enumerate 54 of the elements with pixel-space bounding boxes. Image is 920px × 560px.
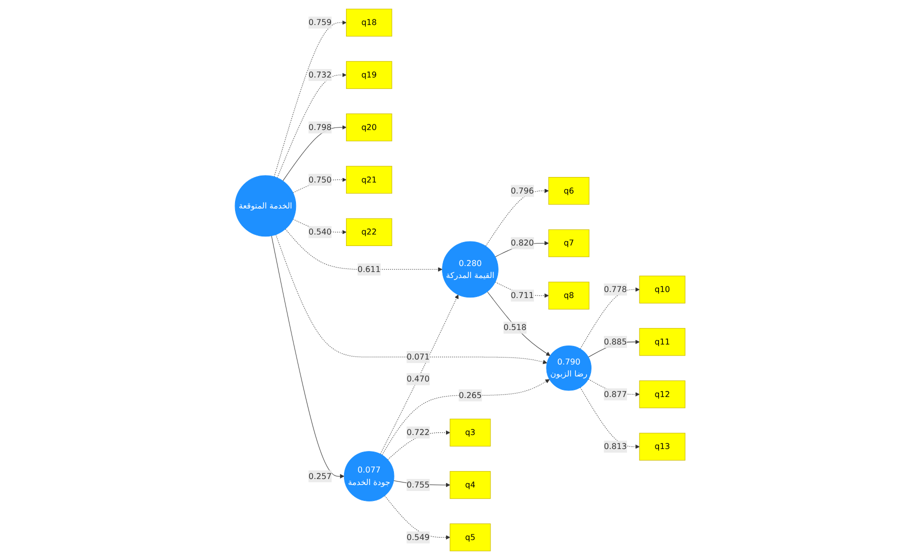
arrow: [485, 188, 549, 246]
node-box: q5: [450, 524, 491, 552]
node-box: q3: [450, 418, 491, 446]
edge-label: 0.722: [406, 428, 430, 438]
edge-label: 0.750: [308, 174, 332, 184]
node-circle: الخدمة المتوقعة: [234, 175, 296, 237]
edge-label: 0.711: [510, 290, 534, 300]
arrow: [271, 236, 344, 478]
edge-label: 0.257: [308, 471, 332, 481]
node-box: q11: [639, 328, 686, 356]
edge-label: 0.778: [604, 284, 627, 294]
node-box: q7: [548, 229, 590, 258]
arrow: [580, 287, 640, 350]
arrow: [276, 72, 346, 178]
edge-label: 0.813: [604, 442, 627, 452]
arrow: [486, 291, 550, 356]
node-box: q19: [346, 61, 392, 89]
arrow: [384, 495, 450, 540]
edge-label: 0.759: [308, 18, 332, 28]
edge-label: 0.885: [604, 336, 627, 346]
edge-label: 0.798: [308, 122, 332, 132]
arrow: [382, 379, 550, 456]
edge-label: 0.877: [604, 389, 627, 399]
arrow: [387, 430, 450, 460]
edge-label: 0.755: [406, 480, 430, 490]
node-box: q20: [346, 114, 392, 142]
arrow: [292, 178, 346, 194]
edge-label: 0.265: [458, 390, 482, 400]
edge-label: 0.470: [406, 374, 430, 384]
edge-label: 0.732: [308, 70, 332, 80]
arrow: [285, 228, 442, 272]
edge-label: 0.820: [510, 238, 534, 248]
node-box: q13: [639, 432, 686, 461]
arrow: [276, 234, 548, 364]
arrow: [580, 387, 640, 449]
node-box: q18: [346, 8, 392, 36]
node-box: q12: [639, 380, 686, 408]
node-box: q21: [346, 166, 392, 194]
edge-label: 0.549: [406, 532, 430, 542]
arrow: [380, 294, 458, 454]
node-box: q8: [548, 282, 590, 310]
edge-label: 0.540: [308, 227, 332, 237]
edge-label: 0.796: [510, 186, 534, 196]
node-box: q4: [450, 471, 491, 499]
node-box: q22: [346, 218, 392, 246]
edge-label: 0.071: [406, 352, 430, 362]
arrow: [494, 282, 549, 298]
node-box: q6: [548, 177, 590, 205]
edge-label: 0.611: [358, 264, 381, 274]
arrow: [282, 125, 346, 182]
edge-label: 0.518: [503, 322, 526, 332]
node-box: q10: [639, 276, 686, 304]
arrow: [274, 20, 346, 178]
arrow: [588, 378, 640, 397]
